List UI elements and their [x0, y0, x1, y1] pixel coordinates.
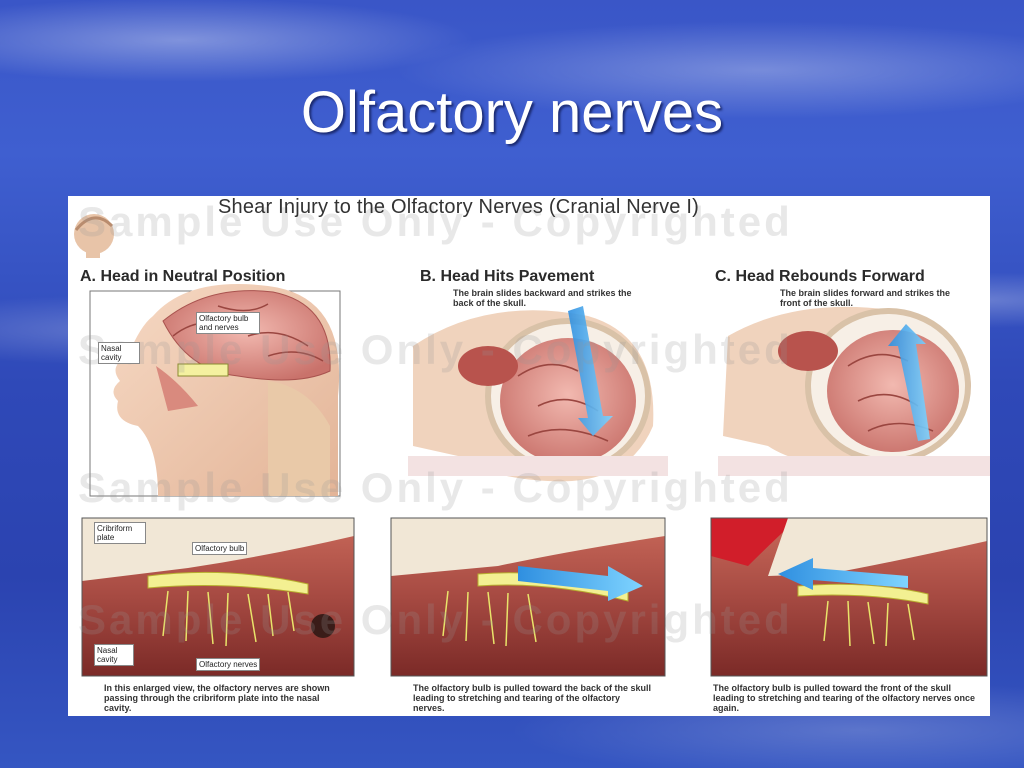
panel-b-head: [408, 306, 668, 482]
enlarged-view-b: [390, 517, 666, 677]
panel-c-note: The brain slides forward and strikes the…: [780, 288, 951, 308]
label-nasal-cavity-enlarged: Nasal cavity: [94, 644, 134, 666]
panel-c-head: [718, 306, 990, 476]
label-olfactory-bulb: Olfactory bulb: [192, 542, 248, 555]
medical-illustration: Sample Use Only - Copyrighted Sample Use…: [68, 196, 990, 716]
watermark-top: Sample Use Only - Copyrighted: [78, 198, 793, 245]
head-icon: [74, 214, 114, 258]
label-cribriform-plate: Cribriform plate: [94, 522, 146, 544]
figure-title: Shear Injury to the Olfactory Nerves (Cr…: [218, 196, 699, 218]
caption-a: In this enlarged view, the olfactory ner…: [104, 683, 330, 713]
label-olfactory-bulb-nerves: Olfactory bulb and nerves: [196, 312, 260, 334]
enlarged-view-c: [710, 517, 988, 677]
caption-b: The olfactory bulb is pulled toward the …: [413, 683, 652, 713]
panel-a-head: [89, 284, 341, 497]
label-nasal-cavity-a: Nasal cavity: [98, 342, 140, 364]
slide-title: Olfactory nerves: [300, 80, 724, 145]
panel-c-label: C. Head Rebounds Forward: [715, 268, 925, 285]
panel-a-label: A. Head in Neutral Position: [80, 268, 286, 285]
watermark-middle: Sample Use Only - Copyrighted: [78, 326, 793, 373]
panel-b-note: The brain slides backward and strikes th…: [453, 288, 632, 308]
watermark-bottom: Sample Use Only - Copyrighted: [78, 596, 793, 643]
watermark-lower: Sample Use Only - Copyrighted: [78, 464, 793, 511]
label-olfactory-nerves: Olfactory nerves: [196, 658, 261, 671]
panel-b-label: B. Head Hits Pavement: [420, 268, 595, 285]
caption-c: The olfactory bulb is pulled toward the …: [713, 683, 976, 713]
